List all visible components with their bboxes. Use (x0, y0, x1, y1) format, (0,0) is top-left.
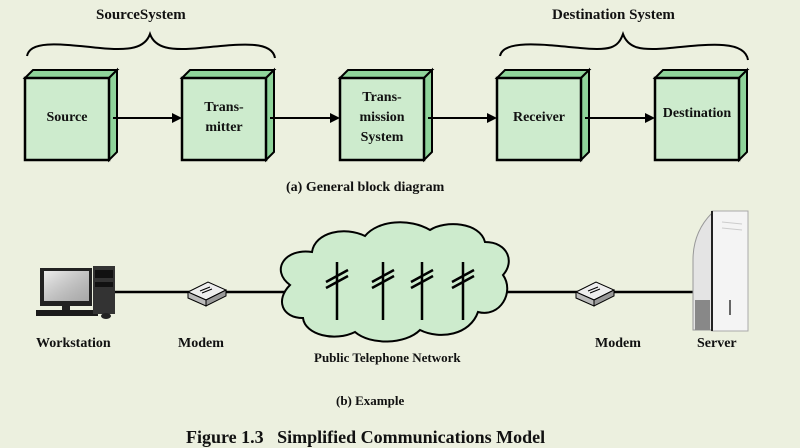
modem-left-label: Modem (178, 336, 224, 351)
block-source (22, 67, 120, 163)
workstation-icon (36, 266, 115, 319)
figure-title: Figure 1.3 Simplified Communications Mod… (186, 427, 546, 447)
source-system-brace (26, 31, 276, 59)
block-transmitter-label: Trans- mitter (204, 100, 244, 135)
block-receiver-label: Receiver (512, 110, 566, 125)
arrow-transmission-system-to-receiver (428, 113, 497, 123)
destination-system-label: Destination System (552, 7, 675, 23)
modem-left-icon (186, 281, 228, 307)
block-receiver (494, 67, 592, 163)
network-label: Public Telephone Network (314, 350, 461, 365)
modem-right-label: Modem (595, 336, 641, 351)
telephone-network-cloud (279, 221, 510, 343)
caption-general-block-diagram: (a) General block diagram (286, 180, 445, 195)
server-label: Server (697, 336, 737, 351)
telephone-pole-icon (371, 262, 395, 320)
source-system-label: SourceSystem (96, 7, 186, 23)
caption-example: (b) Example (336, 393, 405, 408)
workstation-label: Workstation (36, 336, 111, 351)
telephone-pole-icon (325, 262, 349, 320)
block-transmission-system (337, 67, 435, 163)
modem-right-icon (574, 281, 616, 307)
telephone-pole-icon (410, 262, 434, 320)
telephone-poles-icon (325, 262, 475, 320)
arrow-source-to-transmitter (113, 113, 182, 123)
block-transmission-system-label: Trans- mission System (359, 90, 405, 145)
destination-system-brace (499, 31, 749, 61)
block-destination (652, 67, 750, 163)
arrow-transmitter-to-transmission-system (270, 113, 340, 123)
block-destination-label: Destination (662, 106, 732, 121)
arrow-receiver-to-destination (585, 113, 655, 123)
server-icon (692, 210, 749, 332)
telephone-pole-icon (451, 262, 475, 320)
block-source-label: Source (46, 110, 88, 125)
block-transmitter (179, 67, 277, 163)
